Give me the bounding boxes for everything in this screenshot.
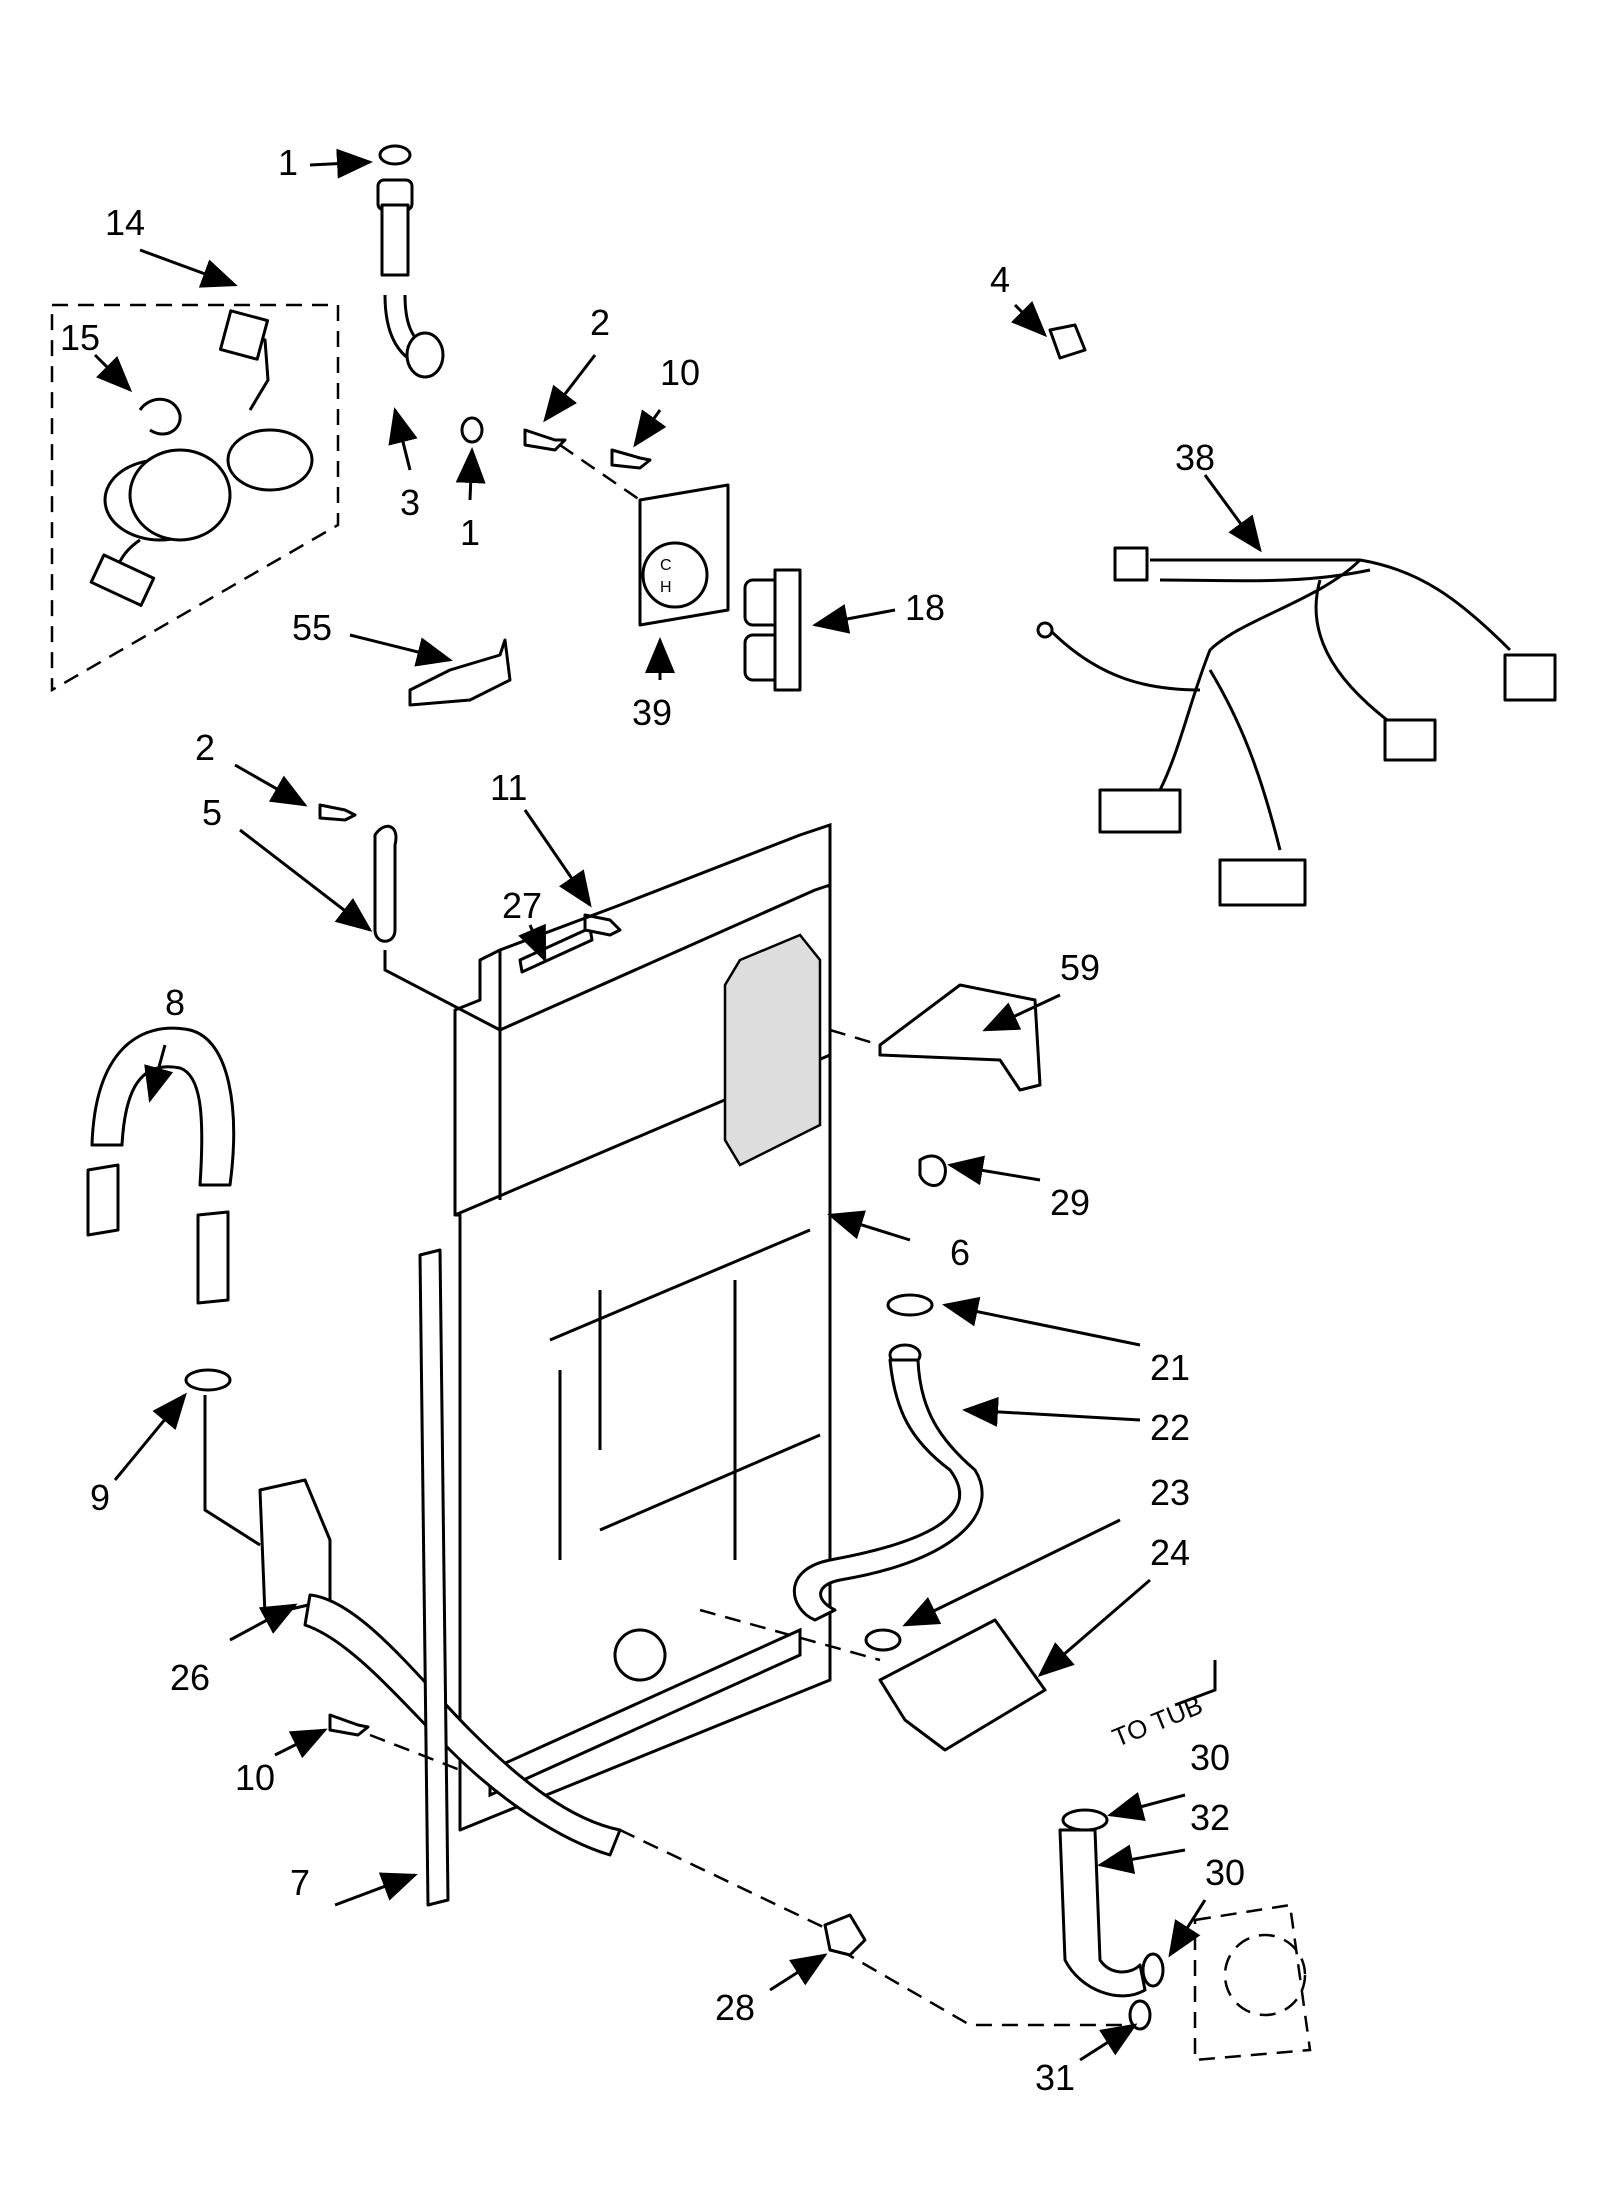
callout-arrows — [93, 148, 1262, 2062]
callout-2: 2 — [590, 302, 611, 343]
callout-4: 4 — [990, 259, 1011, 300]
rear-panel — [453, 883, 832, 1832]
wire-harness — [1036, 546, 1557, 907]
callout-6: 6 — [950, 1232, 971, 1273]
callout-10-lower: 10 — [235, 1757, 276, 1798]
drain-hose — [86, 1026, 261, 1547]
callout-29: 29 — [1050, 1182, 1091, 1223]
inlet-hose-assembly — [376, 144, 484, 444]
callout-2-lower: 2 — [195, 727, 216, 768]
tub-hose-assembly — [1058, 1808, 1312, 2062]
callout-1-lower: 1 — [460, 512, 481, 553]
callout-27: 27 — [502, 885, 543, 926]
callout-3: 3 — [400, 482, 421, 523]
callout-39: 39 — [632, 692, 673, 733]
callout-55: 55 — [292, 607, 333, 648]
callout-1: 1 — [278, 142, 299, 183]
pump-bracket — [864, 1618, 1047, 1752]
callout-23: 23 — [1150, 1472, 1191, 1513]
callout-21: 21 — [1150, 1347, 1191, 1388]
callout-5: 5 — [202, 792, 223, 833]
hose-guide — [258, 1478, 622, 1857]
callout-22: 22 — [1150, 1407, 1191, 1448]
valve-cold-text: C — [660, 557, 672, 574]
callout-31: 31 — [1035, 2057, 1076, 2098]
side-strip — [418, 1248, 450, 1907]
bracket — [408, 638, 512, 707]
callout-11: 11 — [490, 767, 528, 808]
valve-hot-text: H — [660, 579, 672, 596]
mounting-strap — [318, 803, 501, 1032]
callout-30-lower: 30 — [1205, 1852, 1246, 1893]
callout-59: 59 — [1060, 947, 1101, 988]
power-cord — [89, 309, 314, 607]
pump-hose — [792, 1293, 984, 1622]
callout-8: 8 — [165, 982, 186, 1023]
hose-clip — [823, 1913, 867, 1957]
screws-top — [523, 428, 652, 470]
callout-30: 30 — [1190, 1737, 1231, 1778]
power-cord-kit-outline — [50, 303, 340, 693]
callout-9: 9 — [90, 1477, 111, 1518]
callout-18: 18 — [905, 587, 946, 628]
callout-38: 38 — [1175, 437, 1216, 478]
callout-15: 15 — [60, 317, 101, 358]
water-valve: C H — [638, 483, 730, 627]
clip — [1048, 323, 1087, 360]
callout-7: 7 — [290, 1862, 311, 1903]
callout-28: 28 — [715, 1987, 756, 2028]
callout-10: 10 — [660, 352, 701, 393]
callout-24: 24 — [1150, 1532, 1191, 1573]
callout-32: 32 — [1190, 1797, 1231, 1838]
callout-14: 14 — [105, 202, 146, 243]
inlet-valve — [743, 568, 802, 692]
callout-26: 26 — [170, 1657, 211, 1698]
